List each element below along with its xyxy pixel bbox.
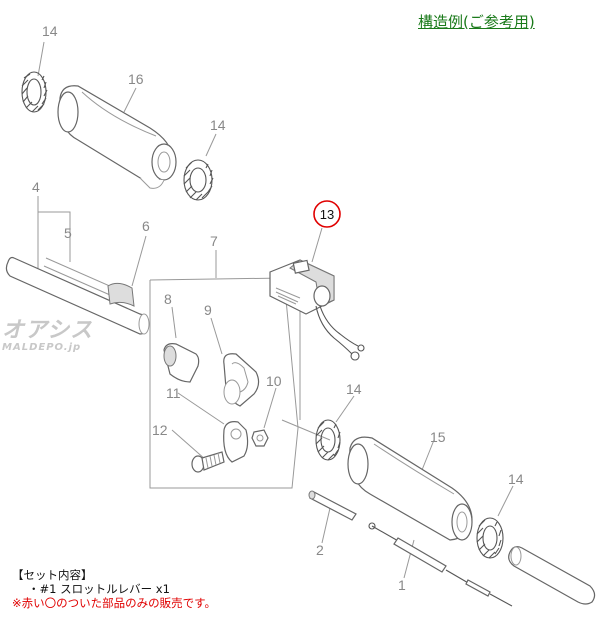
set-contents-item: ・#1 スロットルレバー x1 bbox=[28, 582, 170, 596]
spring-washer-14-mid bbox=[315, 419, 341, 461]
grip-16 bbox=[57, 85, 177, 189]
grip-15 bbox=[347, 436, 473, 541]
label-12: 12 bbox=[152, 422, 168, 438]
label-5: 5 bbox=[64, 225, 72, 241]
bracket-11 bbox=[223, 421, 249, 463]
tube-end-bottom bbox=[508, 546, 596, 605]
housing-box-7 bbox=[149, 277, 299, 489]
nut-10 bbox=[251, 429, 269, 447]
label-14: 14 bbox=[42, 23, 58, 39]
leader-lines bbox=[37, 41, 514, 579]
spring-washer-14-top-right bbox=[183, 159, 214, 201]
label-8: 8 bbox=[164, 291, 172, 307]
spring-washer-14-bottom-right bbox=[476, 517, 504, 559]
set-contents: 【セット内容】 ・#1 スロットルレバー x1 ※赤い〇のついた部品のみの販売で… bbox=[12, 568, 216, 610]
label-14: 14 bbox=[210, 117, 226, 133]
label-9: 9 bbox=[204, 302, 212, 318]
throttle-tube-4 bbox=[5, 256, 150, 335]
watermark-domain: MALDEPO.jp bbox=[2, 342, 82, 353]
label-14: 14 bbox=[508, 471, 524, 487]
label-15: 15 bbox=[430, 429, 446, 445]
watermark: オアシス MALDEPO.jp bbox=[2, 312, 122, 353]
label-16: 16 bbox=[128, 71, 144, 87]
label-4: 4 bbox=[32, 179, 40, 195]
spring-washer-14-top-left bbox=[21, 71, 48, 113]
label-10: 10 bbox=[266, 373, 282, 389]
label-2: 2 bbox=[316, 542, 324, 558]
sales-note: ※赤い〇のついた部品のみの販売です。 bbox=[12, 596, 216, 610]
throttle-lever-13 bbox=[269, 259, 365, 361]
label-14: 14 bbox=[346, 381, 362, 397]
page-title: 構造例(ご参考用) bbox=[418, 13, 535, 31]
highlight-part-13: 13 bbox=[313, 200, 341, 228]
pin-2 bbox=[308, 490, 357, 521]
label-11: 11 bbox=[166, 385, 181, 401]
bushing-8 bbox=[163, 343, 200, 383]
watermark-logo-text: オアシス bbox=[2, 318, 94, 343]
cable-1 bbox=[368, 522, 513, 607]
label-6: 6 bbox=[142, 218, 150, 234]
collar-6 bbox=[107, 282, 135, 307]
label-13: 13 bbox=[320, 207, 334, 222]
clamp-9 bbox=[223, 353, 260, 407]
label-1: 1 bbox=[398, 577, 406, 593]
part-labels: 14 16 14 4 5 6 7 8 9 10 11 12 14 15 14 2… bbox=[32, 23, 524, 593]
screw-12 bbox=[191, 451, 225, 473]
label-7: 7 bbox=[210, 233, 218, 249]
set-contents-heading: 【セット内容】 bbox=[12, 568, 93, 582]
